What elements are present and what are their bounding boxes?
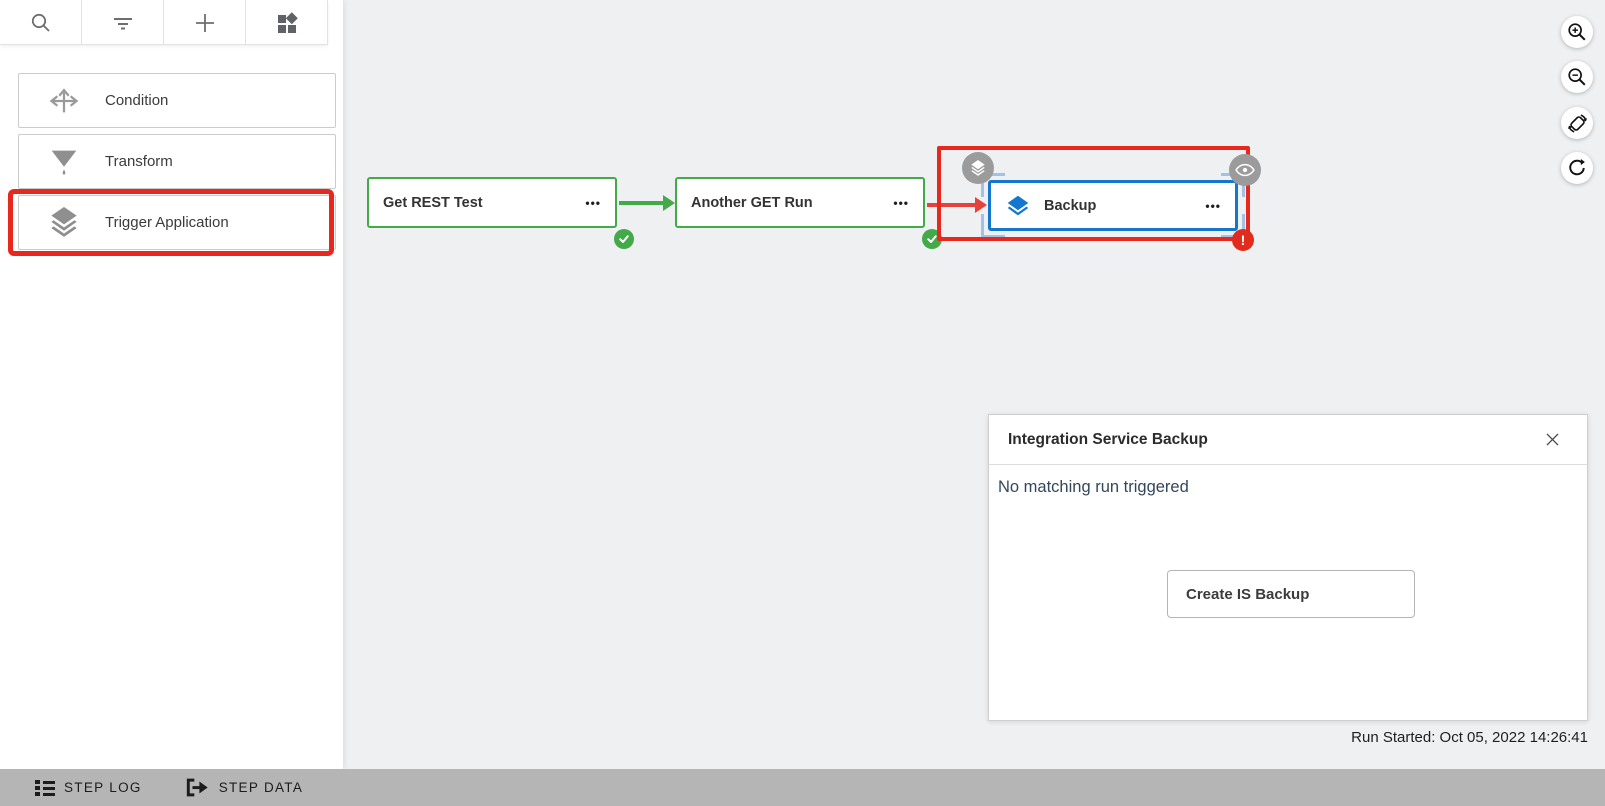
- palette-toolbar: [0, 0, 328, 45]
- add-step-button[interactable]: [164, 0, 246, 45]
- palette-sidebar: Condition Transform: [0, 0, 343, 769]
- node-more-menu[interactable]: •••: [585, 195, 601, 210]
- widgets-button[interactable]: [246, 0, 328, 45]
- flow-node-another-get-run[interactable]: Another GET Run •••: [675, 177, 925, 228]
- node-label: Another GET Run: [691, 194, 813, 211]
- search-button[interactable]: [0, 0, 82, 45]
- node-label: Backup: [1044, 197, 1097, 214]
- panel-title: Integration Service Backup: [1008, 430, 1208, 448]
- condition-arrows-icon: [45, 83, 83, 119]
- add-icon: [195, 13, 214, 32]
- step-data-exit-icon: [186, 778, 210, 797]
- refresh-button[interactable]: [1561, 152, 1593, 184]
- run-result-panel: Integration Service Backup No matching r…: [988, 414, 1588, 721]
- create-is-backup-button[interactable]: Create IS Backup: [1167, 570, 1415, 618]
- sidebar-item-transform[interactable]: Transform: [18, 134, 336, 189]
- search-icon: [31, 13, 50, 32]
- sidebar-item-label: Condition: [105, 92, 169, 109]
- edge-error-arrowhead: [975, 197, 987, 213]
- eye-badge[interactable]: [1229, 154, 1261, 186]
- tab-step-log[interactable]: STEP LOG: [35, 779, 142, 796]
- flow-node-get-rest-test[interactable]: Get REST Test •••: [367, 177, 617, 228]
- error-exclamation: !: [1240, 232, 1246, 248]
- sidebar-item-label: Transform: [105, 153, 173, 170]
- node-more-menu[interactable]: •••: [1205, 198, 1221, 213]
- selection-bracket: [981, 214, 1005, 238]
- trigger-layers-badge: [962, 152, 994, 184]
- rotate-fit-button[interactable]: [1561, 107, 1593, 139]
- selection-bracket: [981, 173, 1005, 197]
- eye-icon: [1235, 163, 1255, 177]
- zoom-in-icon: [1568, 23, 1586, 41]
- flow-node-backup[interactable]: Backup •••: [988, 180, 1238, 231]
- sidebar-item-label: Trigger Application: [105, 214, 229, 231]
- refresh-icon: [1569, 159, 1585, 176]
- node-more-menu[interactable]: •••: [893, 195, 909, 210]
- filter-icon: [113, 17, 132, 29]
- close-icon: [1545, 433, 1559, 446]
- panel-message: No matching run triggered: [998, 478, 1189, 496]
- error-badge: !: [1232, 229, 1254, 251]
- edge-success-line: [619, 201, 665, 205]
- success-check-badge: [614, 229, 634, 249]
- sidebar-item-trigger-application[interactable]: Trigger Application: [18, 195, 336, 250]
- filter-button[interactable]: [82, 0, 164, 45]
- bottom-bar: STEP LOG STEP DATA: [0, 769, 1605, 806]
- step-log-list-icon: [35, 779, 55, 796]
- funnel-icon: [45, 144, 83, 180]
- node-label: Get REST Test: [383, 194, 483, 211]
- tab-label: STEP LOG: [64, 780, 142, 795]
- zoom-out-icon: [1568, 68, 1586, 86]
- widgets-icon: [277, 11, 298, 33]
- edge-error-line: [927, 203, 977, 207]
- zoom-in-button[interactable]: [1561, 16, 1593, 48]
- run-started-timestamp: Run Started: Oct 05, 2022 14:26:41: [1351, 729, 1588, 746]
- panel-header: Integration Service Backup: [989, 415, 1587, 465]
- edge-success-arrowhead: [663, 195, 675, 211]
- zoom-out-button[interactable]: [1561, 61, 1593, 93]
- tab-label: STEP DATA: [218, 780, 304, 795]
- layers-icon: [1005, 193, 1031, 219]
- close-button[interactable]: [1541, 429, 1563, 451]
- tab-step-data[interactable]: STEP DATA: [186, 778, 303, 797]
- success-check-badge: [922, 229, 942, 249]
- layers-icon: [45, 205, 83, 241]
- rotate-fit-icon: [1567, 113, 1587, 133]
- sidebar-item-condition[interactable]: Condition: [18, 73, 336, 128]
